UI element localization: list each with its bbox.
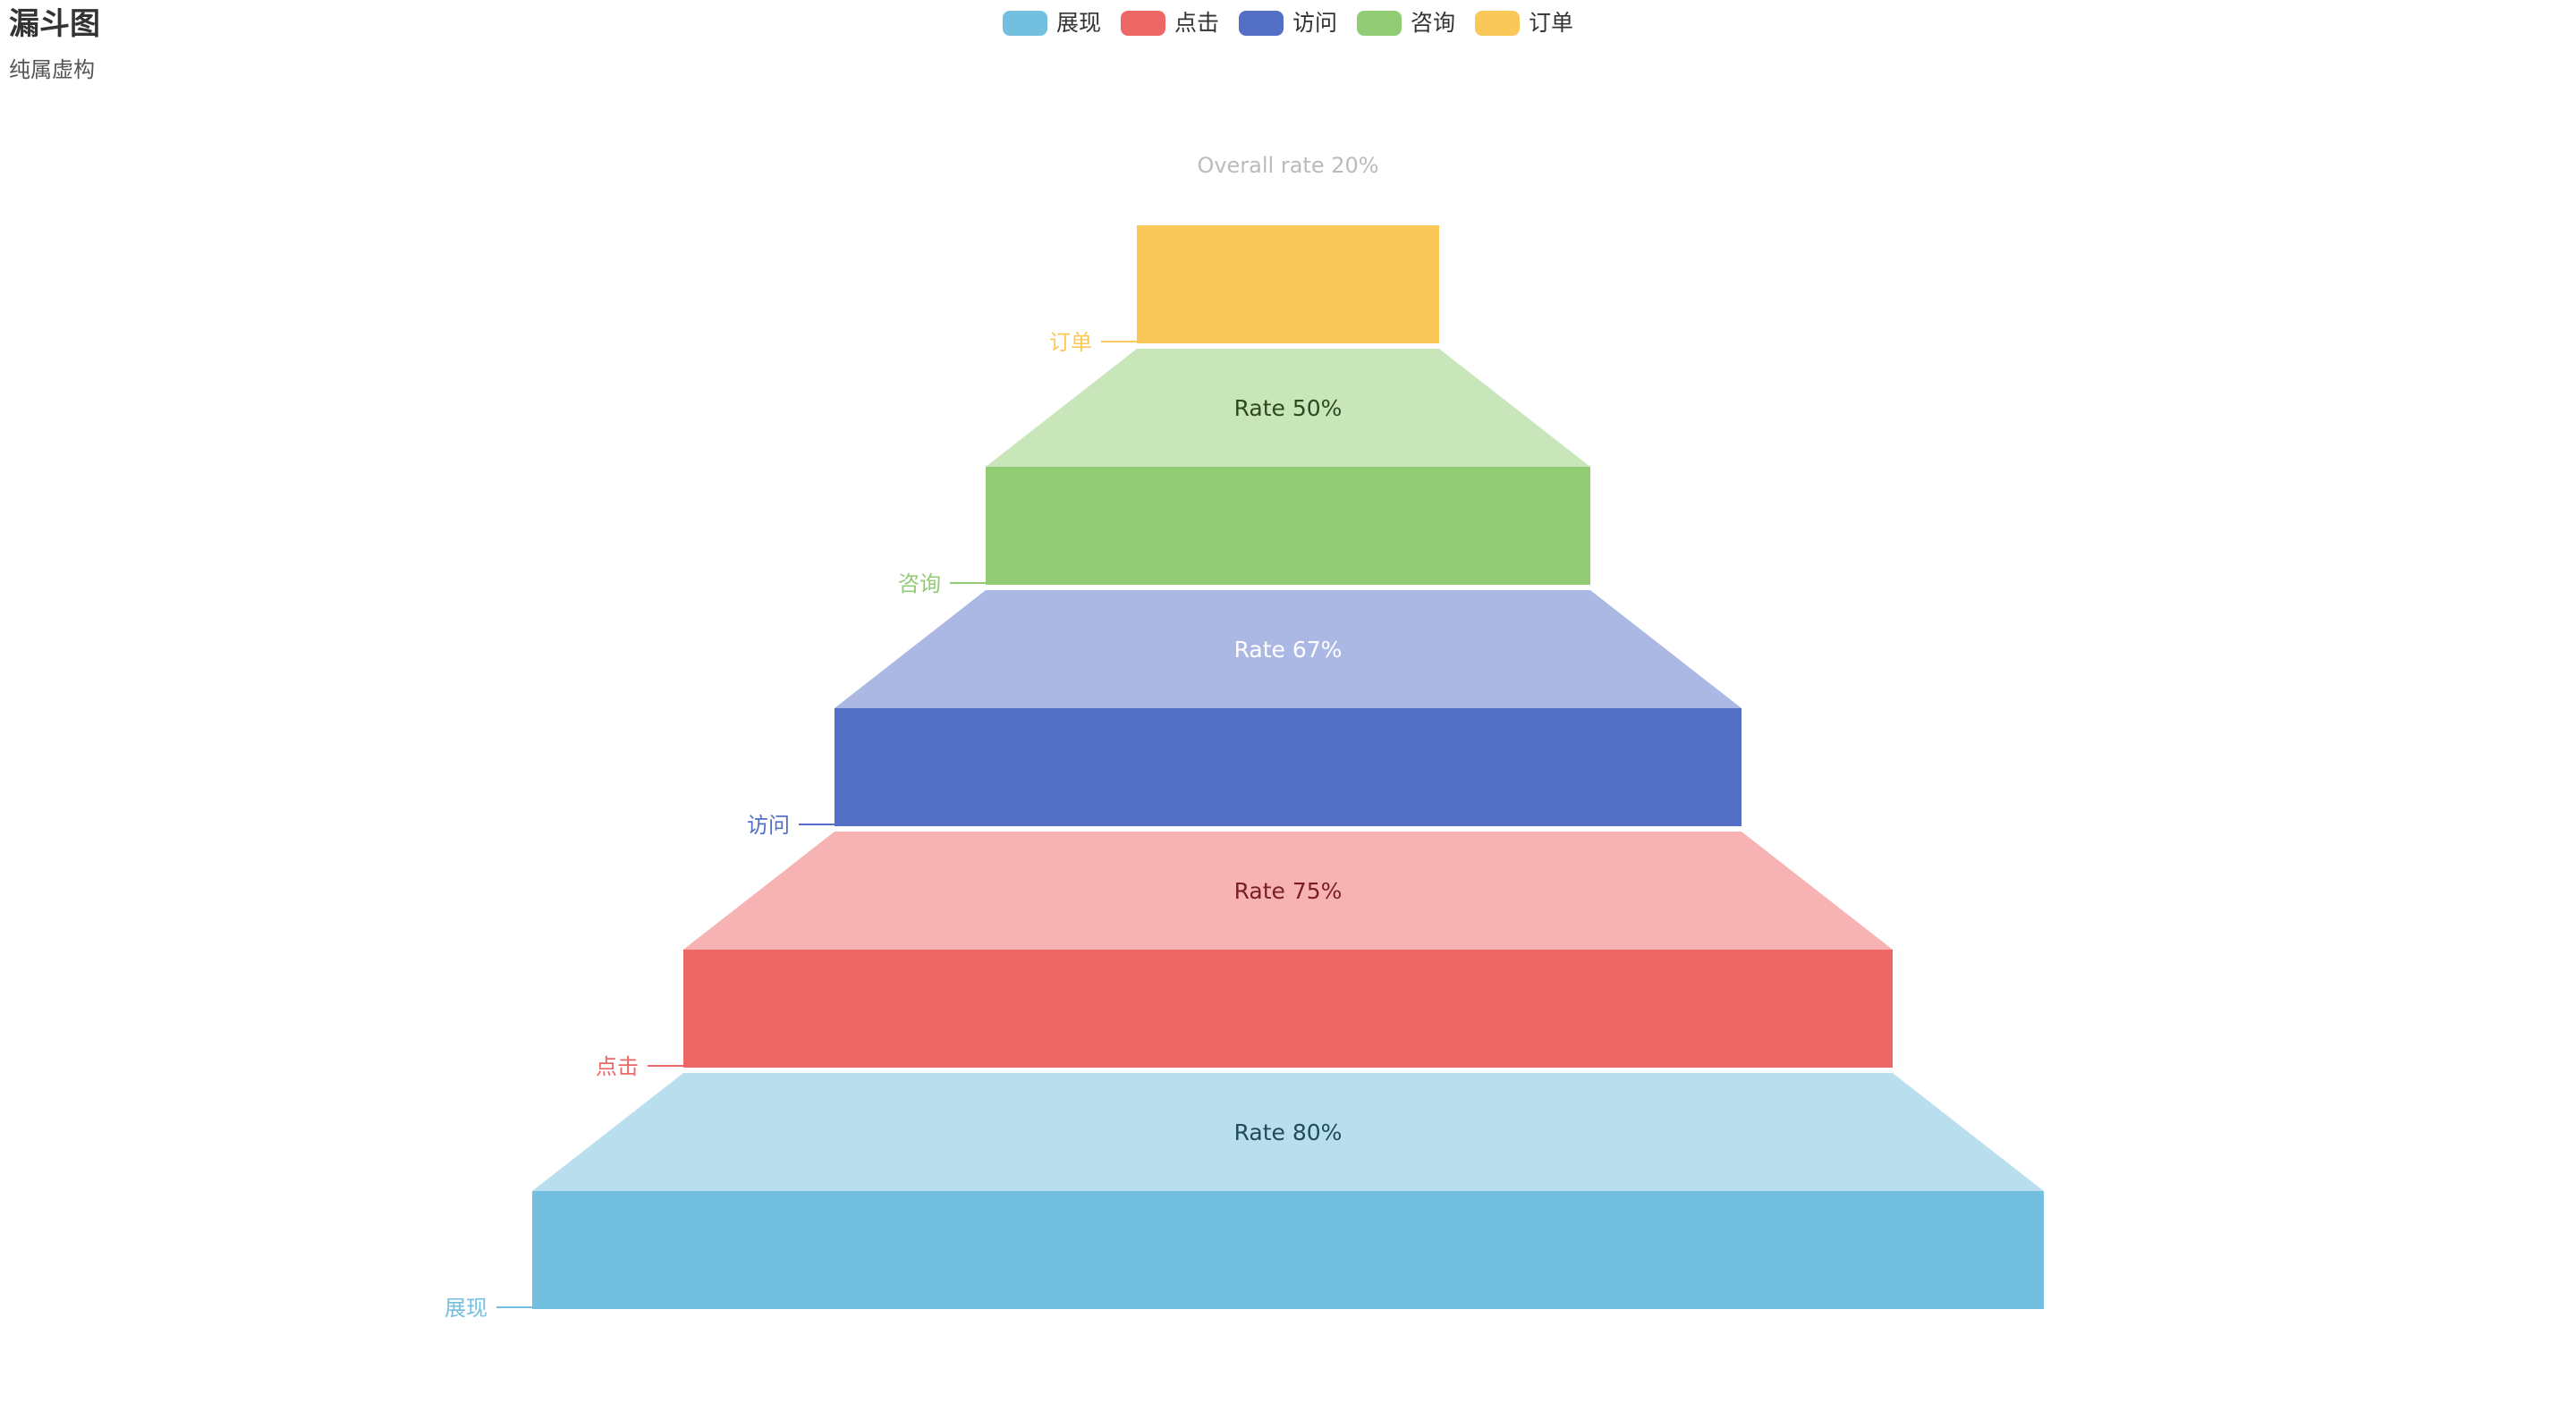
legend-item-3[interactable]: 咨询 — [1357, 7, 1455, 39]
funnel-stage-1[interactable] — [683, 950, 1893, 1068]
legend-item-0[interactable]: 展现 — [1002, 7, 1101, 39]
funnel-layer: 订单 Rate 50% 咨询 Rate 67% 访问 Rate 75% 点击 Rate 80%… — [445, 225, 2044, 1321]
funnel-stage-4[interactable] — [1137, 225, 1439, 343]
funnel-transition-2[interactable] — [683, 832, 1893, 950]
legend: 展现 点击 访问 咨询 订单 — [0, 7, 2576, 39]
funnel-transition-1[interactable] — [532, 1073, 2044, 1191]
legend-swatch — [1002, 11, 1047, 36]
funnel-transition-3[interactable] — [835, 590, 1741, 708]
rate-label: Rate 67% — [1234, 637, 1343, 663]
stage-label: 订单 — [1049, 330, 1092, 355]
legend-item-2[interactable]: 访问 — [1238, 7, 1337, 39]
legend-label: 点击 — [1174, 10, 1219, 36]
stage-label: 展现 — [445, 1296, 487, 1321]
legend-label: 展现 — [1055, 10, 1101, 36]
rate-label: Rate 50% — [1234, 395, 1343, 421]
legend-label: 访问 — [1292, 10, 1337, 36]
stage-label: 咨询 — [898, 571, 941, 596]
funnel-stage-0[interactable] — [532, 1191, 2044, 1309]
legend-swatch — [1357, 11, 1402, 36]
legend-label: 订单 — [1529, 10, 1574, 36]
rate-label: Rate 75% — [1234, 878, 1343, 904]
legend-label: 咨询 — [1411, 10, 1456, 36]
legend-item-1[interactable]: 点击 — [1120, 7, 1219, 39]
legend-swatch — [1475, 11, 1521, 36]
rate-label: Rate 80% — [1234, 1120, 1343, 1145]
overall-rate-label: Overall rate 20% — [1197, 153, 1378, 178]
stage-label: 点击 — [596, 1054, 639, 1079]
stage-label: 访问 — [747, 813, 790, 838]
funnel-stage-3[interactable] — [986, 467, 1590, 585]
legend-swatch — [1120, 11, 1165, 36]
funnel-stage-2[interactable] — [835, 708, 1741, 826]
legend-swatch — [1238, 11, 1284, 36]
funnel-transition-4[interactable] — [986, 349, 1590, 467]
chart-title: 漏斗图 — [9, 6, 100, 42]
legend-item-4[interactable]: 订单 — [1475, 7, 1573, 39]
chart-subtitle: 纯属虚构 — [9, 57, 95, 82]
